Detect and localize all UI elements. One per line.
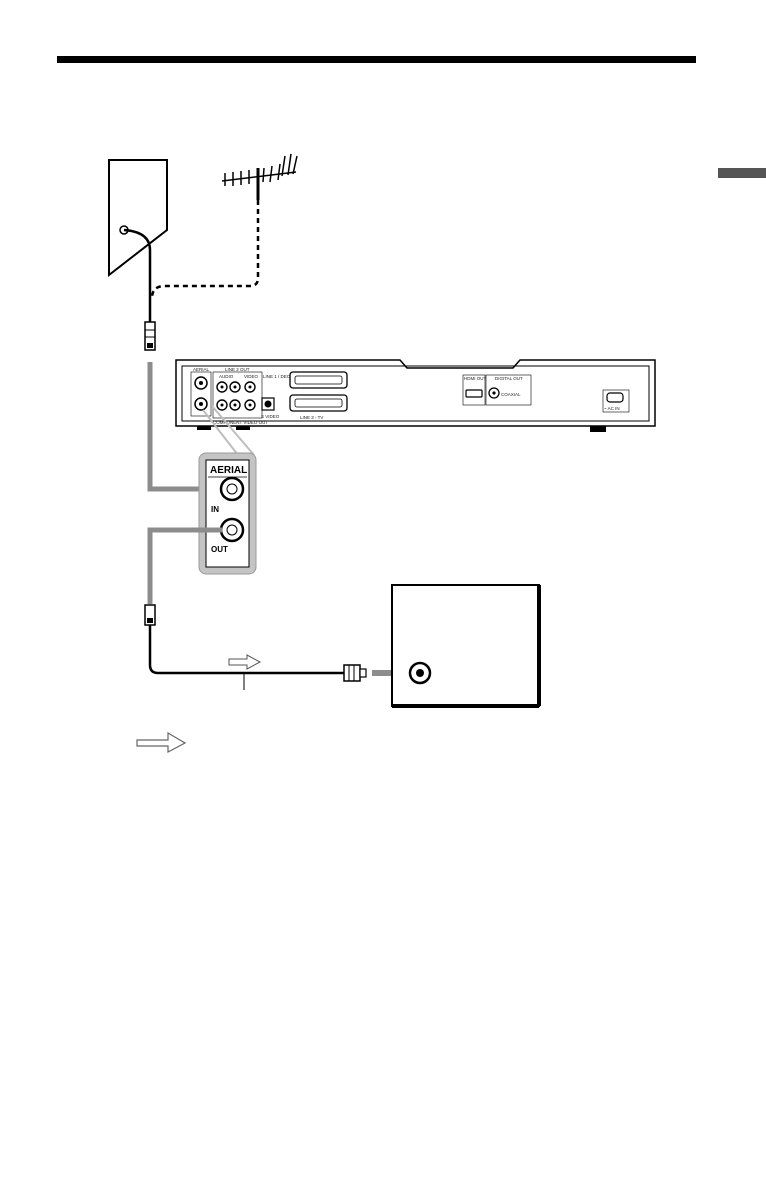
panel-line3-tv-label: LINE 3 - TV bbox=[300, 415, 323, 420]
panel-coaxial-label: COAXIAL bbox=[501, 392, 521, 397]
legend-signal-flow-arrow bbox=[136, 731, 187, 753]
panel-line1-decoder-label: LINE 1 / DECODER bbox=[263, 374, 304, 379]
aerial-antenna-icon bbox=[221, 153, 298, 200]
header-rule bbox=[57, 56, 696, 63]
coaxial-cable bbox=[148, 625, 344, 675]
section-tab bbox=[718, 168, 766, 178]
tv-cable-plug bbox=[343, 664, 367, 682]
tv-set bbox=[391, 584, 541, 708]
panel-component-video-label: COMPONENT VIDEO OUT bbox=[213, 420, 268, 425]
antenna-lead-dashed bbox=[150, 200, 260, 299]
recorder-rear-panel: AERIAL LINE 2 OUT AUDIO VIDEO COMPONENT … bbox=[175, 359, 656, 432]
wall-socket bbox=[108, 159, 168, 278]
cable-to-aerial-in bbox=[147, 362, 222, 492]
panel-hdmi-label: HDMI OUT bbox=[464, 376, 486, 381]
panel-audio-label: AUDIO bbox=[219, 374, 234, 379]
aerial-plug bbox=[144, 321, 156, 351]
callout-aerial-title: AERIAL bbox=[210, 465, 247, 476]
callout-in-label: IN bbox=[211, 505, 219, 514]
panel-line2-out-label: LINE 2 OUT bbox=[225, 367, 250, 372]
panel-digital-out-label: DIGITAL OUT bbox=[495, 376, 523, 381]
signal-direction-arrow bbox=[228, 654, 262, 670]
panel-ac-in-label: ~ AC IN bbox=[604, 406, 620, 411]
panel-s-video-label: S VIDEO bbox=[261, 414, 280, 419]
aerial-zoom-callout: AERIAL IN OUT bbox=[198, 405, 257, 575]
coaxial-plug bbox=[144, 604, 156, 626]
cable-from-aerial-out bbox=[147, 527, 222, 604]
panel-video-label: VIDEO bbox=[244, 374, 259, 379]
wall-socket-cable bbox=[123, 228, 152, 322]
panel-aerial-label: AERIAL bbox=[193, 367, 210, 372]
callout-out-label: OUT bbox=[211, 545, 228, 554]
